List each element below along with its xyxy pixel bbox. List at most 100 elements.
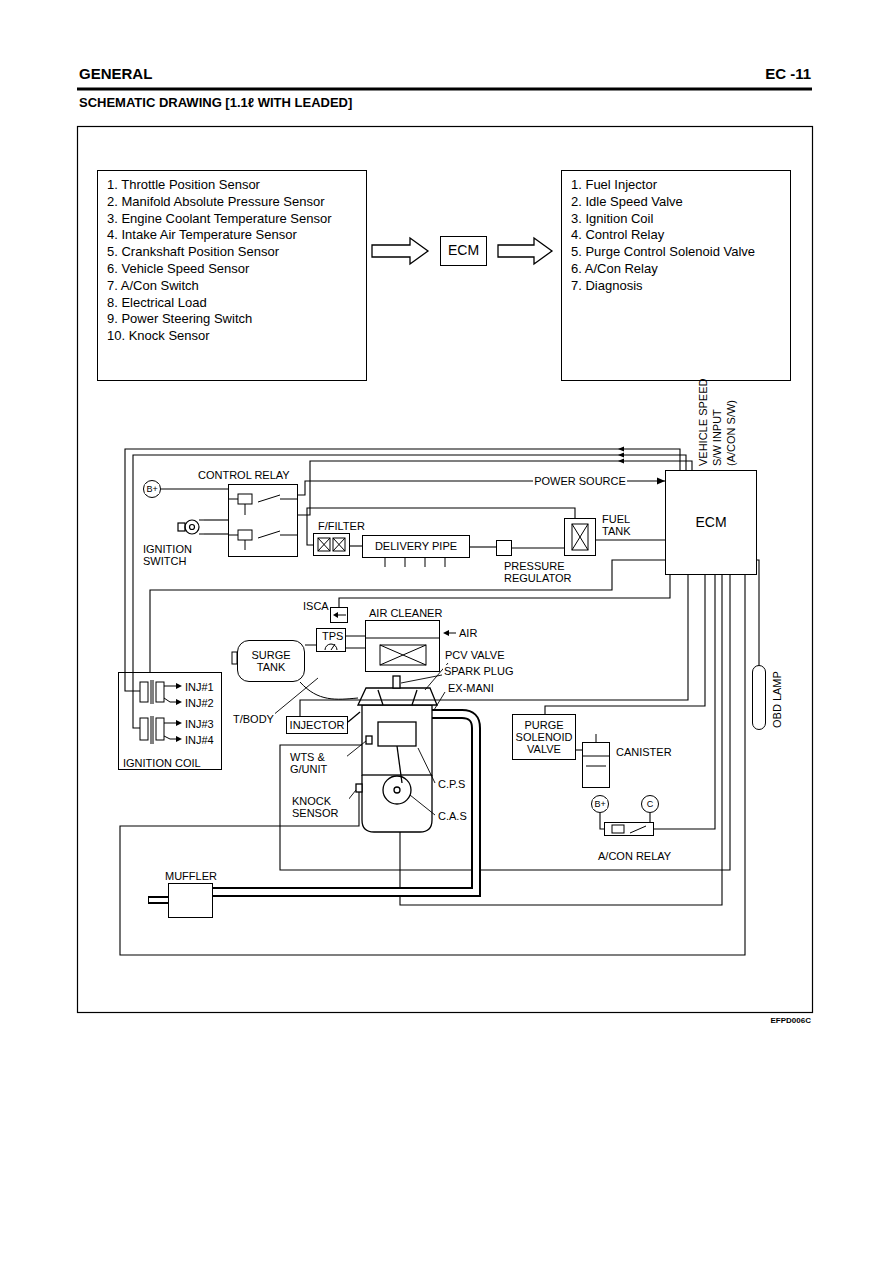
signal-wire [120,449,745,955]
relay-contacts [228,494,298,550]
wire-line [545,575,705,714]
engine-illustration [366,736,372,744]
wire [470,547,496,548]
section-header: GENERAL [78,66,153,83]
relay-contacts [228,531,298,550]
part-name: IGNITION SWITCH [142,543,219,568]
list-item: 8. Electrical Load [106,295,358,312]
coil-symbol [140,682,148,702]
leader-line [346,741,366,757]
engine-illustration [356,784,362,792]
component-label: SURGE TANK [240,649,302,674]
arrowhead [657,478,665,485]
wire [350,546,362,547]
page-frame [77,88,812,91]
coil-arrowhead [176,736,182,742]
signal-wire [120,575,745,955]
controller-label: ECM [447,243,480,259]
wire [545,575,705,714]
terminal-label: B+ [593,799,606,809]
ignition-switch-symbol [190,525,195,530]
actuator-box: ISCA [330,607,348,623]
engine-illustration [394,787,400,793]
coil-arrowhead [176,720,182,726]
fuel-system-symbol [318,538,330,551]
signal-arrowhead [618,447,624,464]
terminal-circle: B+ [143,480,161,498]
wire-line [757,560,759,665]
canister-box: CANISTER [582,742,610,788]
list-item: 4. Intake Air Temperature Sensor [106,227,358,244]
wire [300,575,688,716]
list-item: 5. Purge Control Solenoid Valve [570,244,782,261]
coil-symbol [164,686,178,702]
fuel-system-symbol [333,538,345,551]
part-name: PCV VALVE [444,649,506,661]
list-item: 7. A/Con Switch [106,278,358,295]
page-frame [77,89,813,1013]
leader-line [434,692,445,710]
fuel-system-symbol [572,524,588,550]
component-label: INJ#3 [184,718,215,730]
list-item: 6. Vehicle Speed Sensor [106,261,358,278]
exhaust-pipe [149,898,168,902]
component-label: IGNITION COIL [122,757,202,769]
wire-line [470,546,496,547]
part-name: EX-MANI [447,682,495,694]
component-label: INJ#4 [184,734,215,746]
list-item: 7. Diagnosis [570,278,782,295]
controller-box: ECM [665,470,757,575]
signal-wire [204,519,228,520]
fuel-system-symbol [572,524,588,550]
list-item: 6. A/Con Relay [570,261,782,278]
wire-line [150,560,665,672]
canister-relay-symbol [630,826,646,833]
fuel-system-symbol [385,558,445,567]
injector-box: INJECTOR [286,716,348,734]
fuel-system-symbol [318,538,330,551]
ignition-switch-symbol [178,523,185,531]
signal-wire [133,672,140,728]
engine-illustration [348,676,437,832]
signal-wire [204,533,228,534]
wire [161,489,228,490]
relay-box: A/CON RELAY [604,822,654,836]
component-label: INJ#1 [184,681,215,693]
terminal-circle: C [641,795,659,813]
intake-symbol [300,682,358,699]
fuel-system-symbol [333,538,345,551]
engine-illustration [362,775,432,832]
leader-line [418,748,435,783]
canister-relay-symbol [582,734,610,766]
intake-symbol [380,645,426,665]
wire-line [596,539,665,540]
relay-box: CONTROL RELAY [228,484,298,557]
output-list-box: 1. Fuel Injector2. Idle Speed Valve3. Ig… [561,170,791,381]
wire-line [161,488,228,489]
list-item: 2. Idle Speed Valve [570,194,782,211]
figure-code: EFPD006C [770,1017,812,1026]
signal-wire [125,449,680,672]
coil-arrowhead [176,699,182,705]
component-label: DELIVERY PIPE [374,540,458,552]
hollow-arrow [372,238,428,264]
component-label: INJECTOR [289,719,346,731]
engine-illustration [393,676,400,688]
filter-box: F/FILTER [313,533,350,556]
component-label: CANISTER [615,746,673,758]
list-item: 3. Ignition Coil [570,211,782,228]
tank-box: FUEL TANK [564,518,596,556]
terminal-label: B+ [145,484,158,494]
signal-wire [400,575,722,905]
list-item: 9. Power Steering Switch [106,311,358,328]
exhaust-pipe [213,714,476,892]
list-item: 3. Engine Coolant Temperature Sensor [106,211,358,228]
part-name: SPARK PLUG [443,665,515,677]
engine-illustration [378,690,417,705]
hollow-arrow [498,238,552,264]
terminal-circle: B+ [591,795,609,813]
exhaust-pipe [213,714,476,892]
ignition-switch-symbol [185,520,199,534]
component-label: TPS [321,630,344,642]
